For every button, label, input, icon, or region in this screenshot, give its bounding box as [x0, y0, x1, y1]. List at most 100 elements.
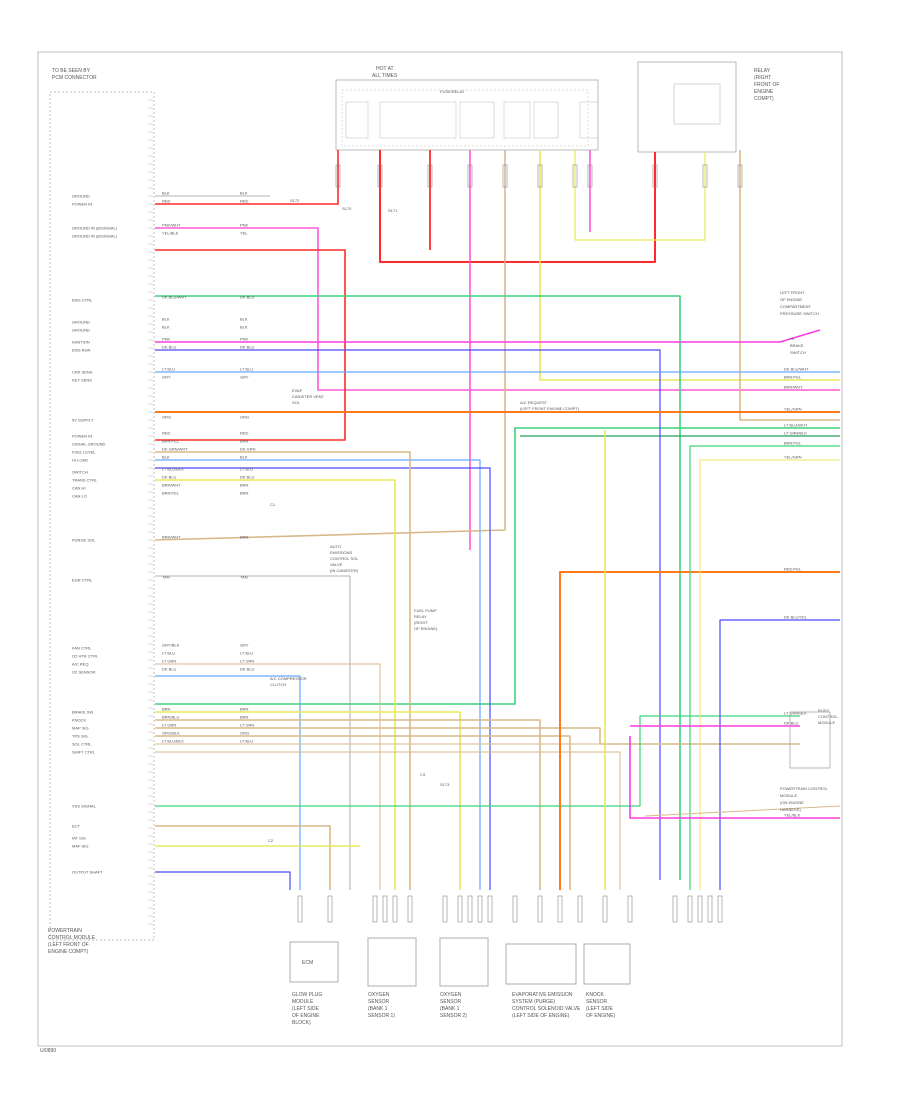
- right-note-line: HARNESS): [780, 807, 801, 812]
- wire: [155, 427, 840, 705]
- right-note-line: BRAKE: [790, 343, 804, 348]
- wire: [719, 619, 840, 890]
- wire-code: LT BLU/BLK: [162, 467, 184, 472]
- right-wire-label: BRN/YEL: [784, 375, 802, 380]
- wires: [154, 150, 841, 923]
- wire-code: LT BLU/BLK: [162, 739, 184, 744]
- pcm-title: POWERTRAIN CONTROL MODULE (LEFT FRONT OF…: [48, 928, 96, 955]
- connector-pin: [702, 164, 708, 188]
- splice-label: C3: [420, 772, 426, 777]
- mid-note-line: BODY: [818, 708, 830, 713]
- pcm-pin-label: PURGE SOL: [72, 538, 96, 543]
- pcm-pin-label: 5V SUPPLY: [72, 418, 94, 423]
- pcm-pin-label: CAN HI: [72, 486, 86, 491]
- wire-code-abbrev: BRN: [240, 535, 249, 540]
- wire-code-abbrev: LT BLU: [240, 367, 253, 372]
- mid-note-line: VALVE: [330, 562, 343, 567]
- right-wire-label: DK BLU/WHT: [784, 367, 809, 372]
- pcm-pin-label: KNOCK: [72, 718, 87, 723]
- pcm-title-line-2: CONTROL MODULE: [48, 935, 96, 941]
- wire: [739, 150, 840, 421]
- connector-pin: [687, 895, 693, 923]
- pcm-pin-label: ENG RUN: [72, 348, 91, 353]
- mid-note-line: CONTROL SOL: [330, 556, 359, 561]
- connector-pin: [502, 164, 508, 188]
- mid-note-line: SOL: [292, 400, 301, 405]
- top-note-line-2: PCM CONNECTOR: [52, 75, 97, 81]
- bottom-component-label: SENSOR 2): [440, 1013, 467, 1019]
- wire: [574, 150, 706, 241]
- mid-note-line: (RIGHT: [414, 620, 428, 625]
- splice-label: S171: [388, 208, 398, 213]
- pcm-pin-label: ENG CTRL: [72, 298, 93, 303]
- relay-inner: [673, 83, 721, 125]
- wire-code: BRN/WHT: [162, 535, 181, 540]
- connector-pin: [377, 164, 383, 188]
- wire-code-abbrev: BLK: [240, 325, 248, 330]
- mid-note-line: EMISSIONS: [330, 550, 353, 555]
- bottom-component-label: KNOCK: [586, 992, 604, 998]
- wire: [155, 715, 800, 807]
- wire: [689, 445, 840, 890]
- right-wire-label: LT GRN/BLK: [784, 431, 807, 436]
- connector-pin: [587, 164, 593, 188]
- bottom-component-label: SENSOR 1): [368, 1013, 395, 1019]
- connector-pin: [737, 164, 743, 188]
- wire-code-abbrev: TAN: [240, 575, 248, 580]
- connector-pin: [537, 895, 543, 923]
- wire-code: BRN/WHT: [162, 483, 181, 488]
- bottom-component-label: (BANK 1: [440, 1006, 460, 1012]
- pcm-pin-label: ECT: [72, 824, 81, 829]
- connector-pin: [392, 895, 398, 923]
- wire-code-abbrev: BRN: [240, 707, 249, 712]
- wire-code: DK BLU: [162, 345, 177, 350]
- fuse-box-title-1: HOT AT: [376, 66, 394, 72]
- connector-pin: [477, 895, 483, 923]
- wire-code-abbrev: ORG: [240, 731, 249, 736]
- corner-label: U/0890: [40, 1048, 56, 1054]
- bottom-component-label: (LEFT SIDE: [292, 1006, 320, 1012]
- pcm-pin-label: GROUND IN (B/SIGNAL): [72, 226, 118, 231]
- mid-note-line: (IN CANISTER): [330, 568, 359, 573]
- wire: [154, 150, 506, 541]
- mid-note-line: MODULE: [818, 720, 835, 725]
- wire-code: DK BLU: [162, 667, 177, 672]
- wire-code-abbrev: BRN: [240, 483, 249, 488]
- right-note-line: MODULE: [780, 793, 797, 798]
- right-note-line: OF ENGINE: [780, 297, 802, 302]
- wire-code: LT GRN: [162, 723, 176, 728]
- fuse-box-subtitle: FUSE/RELAY: [440, 89, 465, 94]
- connector-pin: [297, 895, 303, 923]
- pcm-pin-label: SIGNAL GROUND: [72, 442, 106, 447]
- bottom-component-label: OF ENGINE: [292, 1013, 320, 1019]
- wire-code-abbrev: DK GRN: [240, 447, 256, 452]
- right-wire-label: DK BLU/YEL: [784, 615, 808, 620]
- bottom-component-label: (BANK 1: [368, 1006, 388, 1012]
- wire-code: GRY/BLK: [162, 643, 180, 648]
- pcm-pin-label: POWER IN: [72, 202, 92, 207]
- connector-pin: [467, 895, 473, 923]
- wire: [379, 150, 656, 263]
- right-note-line: (ON ENGINE: [780, 800, 804, 805]
- connector-pin: [457, 895, 463, 923]
- wire-code-abbrev: DK BLU: [240, 345, 255, 350]
- fuse-cells: [345, 101, 599, 139]
- oxygen-sensor-1-box: [367, 937, 417, 987]
- right-note-line: LEFT FRONT: [780, 290, 805, 295]
- pcm-pin-label: FAN CTRL: [72, 646, 92, 651]
- right-wire-label: RED/YEL: [784, 567, 802, 572]
- wire: [155, 825, 331, 890]
- right-wire-label: LT BLU/WHT: [784, 423, 808, 428]
- pcm-title-line-4: ENGINE COMPT): [48, 949, 89, 955]
- oxygen-sensor-2-box: [439, 937, 489, 987]
- wire-code-abbrev: LT BLU: [240, 739, 253, 744]
- wire-code-abbrev: DK BLU: [240, 667, 255, 672]
- right-note-line: COMPARTMENT: [780, 304, 812, 309]
- mid-note-line: A/C COMPRESSOR: [270, 676, 307, 681]
- wire-code: DK BLU: [162, 475, 177, 480]
- mid-note-line: CONTROL: [818, 714, 838, 719]
- wire-code: PNK: [162, 337, 171, 342]
